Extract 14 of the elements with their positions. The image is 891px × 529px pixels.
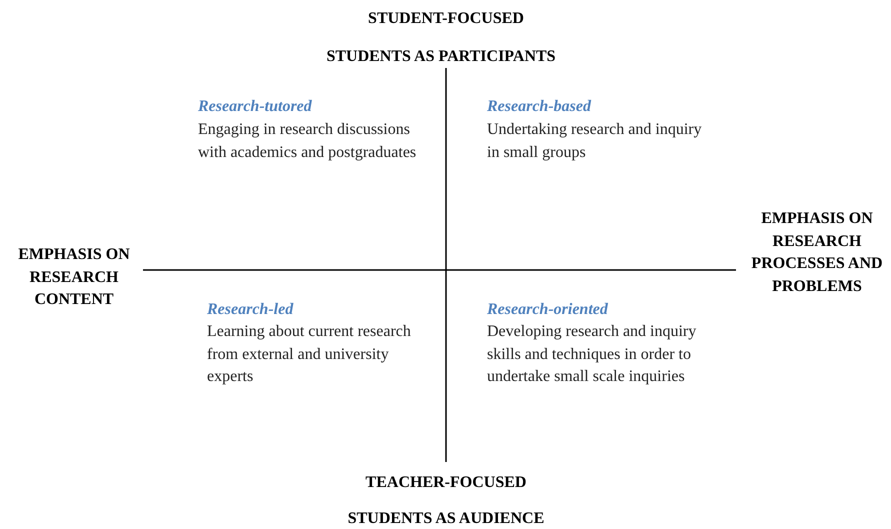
quadrant-description: Developing research and inquiry skills and techniques in order to undertake small scale inquiries: [487, 322, 698, 387]
quadrant-description: Engaging in research discussions with academics and postgraduates: [198, 120, 418, 162]
quadrant-description: Undertaking research and inquiry in small groups: [487, 120, 703, 162]
quadrant-heading: Research-led: [207, 300, 294, 320]
axis-label: STUDENT-FOCUSED: [367, 9, 525, 29]
axis-label: EMPHASIS ON RESEARCH PROCESSES AND PROBLEMS: [750, 209, 884, 296]
quadrant-heading: Research-oriented: [487, 300, 609, 320]
axis-label: STUDENTS AS AUDIENCE: [346, 509, 546, 529]
axis-label: TEACHER-FOCUSED: [364, 473, 528, 493]
axis-label: EMPHASIS ON RESEARCH CONTENT: [17, 245, 131, 310]
quadrant-heading: Research-based: [487, 97, 592, 117]
quadrant-description: Learning about current research from external and university experts: [207, 322, 412, 387]
axis-label: STUDENTS AS PARTICIPANTS: [325, 47, 557, 67]
quadrant-heading: Research-tutored: [198, 97, 313, 117]
